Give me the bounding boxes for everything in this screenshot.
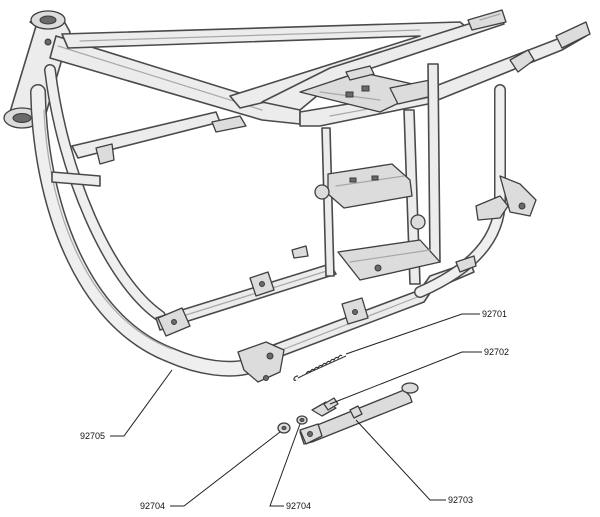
motorcycle-frame [3,9,591,383]
callout-label: 92705 [80,431,105,441]
callout-92704-nut: 92704 [269,423,311,511]
callout-92705: 92705 [80,369,173,441]
jiffy-stand-92703 [299,382,419,445]
callout-label: 92703 [448,495,473,505]
washer-92704 [277,422,291,434]
nut-92704 [296,415,308,425]
callout-label: 92704 [140,501,165,511]
front-down-tube [30,84,258,377]
spring-92701 [293,354,347,382]
callout-92701: 92701 [345,309,507,355]
transmission-mount-plate [314,163,426,230]
callout-label: 92702 [484,347,509,357]
callout-92704-washer: 92704 [140,431,281,511]
rail-clamps [157,271,369,383]
rear-axle-plate [475,49,537,221]
front-cross-brace [51,111,221,187]
inner-down-tube [44,64,166,322]
callout-92702: 92702 [329,347,509,405]
callout-92703: 92703 [355,419,473,505]
stud-bolt-92702 [311,397,339,417]
callout-label: 92701 [482,309,507,319]
top-tube [49,35,301,125]
upper-rear-rail [61,21,471,109]
callout-label: 92704 [286,501,311,511]
mount-tabs [211,65,477,273]
